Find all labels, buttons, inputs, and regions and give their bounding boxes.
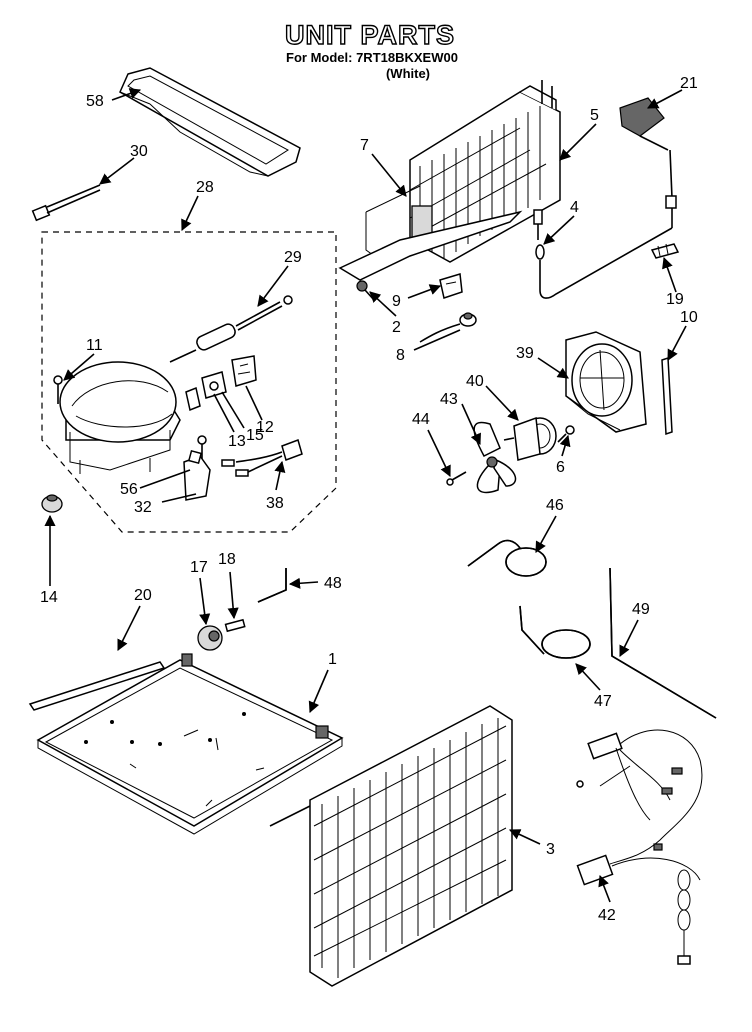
callout-44: 44 <box>412 411 430 428</box>
callout-7: 7 <box>360 137 369 154</box>
part-6-screw <box>557 425 575 443</box>
part-1-base-plate <box>36 653 344 835</box>
callout-46: 46 <box>546 497 564 514</box>
part-4-wire <box>533 209 673 299</box>
part-32-bracket <box>183 435 211 501</box>
callout-18: 18 <box>218 551 236 568</box>
part-18-pin <box>224 618 246 633</box>
callout-30: 30 <box>130 143 148 160</box>
compressor-group-boundary <box>41 231 337 533</box>
callout-13: 13 <box>228 433 246 450</box>
part-30-sensor <box>31 184 101 222</box>
part-38-overload <box>221 439 303 477</box>
part-9-bracket <box>439 273 463 299</box>
callout-2: 2 <box>392 319 401 336</box>
callout-21: 21 <box>680 75 698 92</box>
callout-15: 15 <box>246 427 264 444</box>
part-17-bearing <box>197 625 223 651</box>
part-49-tube <box>609 567 717 719</box>
callout-39: 39 <box>516 345 534 362</box>
callout-9: 9 <box>392 293 401 310</box>
compressor <box>59 361 181 474</box>
color-line: (White) <box>386 66 430 81</box>
part-42-harness <box>576 729 703 965</box>
part-46-tubing <box>467 539 547 577</box>
callout-6: 6 <box>556 459 565 476</box>
callout-20: 20 <box>134 587 152 604</box>
part-7-evaporator <box>338 80 561 281</box>
callout-3: 3 <box>546 841 555 858</box>
part-8-thermostat <box>419 312 477 343</box>
callout-58: 58 <box>86 93 104 110</box>
callout-32: 32 <box>134 499 152 516</box>
part-3-condenser <box>269 705 513 987</box>
part-43-fan-blade <box>473 421 517 494</box>
callout-1: 1 <box>328 651 337 668</box>
callout-48: 48 <box>324 575 342 592</box>
callout-40: 40 <box>466 373 484 390</box>
part-44-retainer <box>446 471 467 486</box>
callout-12: 12 <box>256 419 274 436</box>
part-39-fan-shroud <box>565 331 647 433</box>
part-10-strip <box>661 356 673 436</box>
part-20-rail <box>28 661 166 711</box>
callout-56: 56 <box>120 481 138 498</box>
part-2-screw <box>356 280 375 301</box>
part-40-fan-motor <box>503 416 557 461</box>
page-title: UNIT PARTS <box>285 20 455 50</box>
callout-14: 14 <box>40 589 58 606</box>
relay-parts <box>185 355 257 412</box>
callout-38: 38 <box>266 495 284 512</box>
part-47-tube <box>519 605 591 659</box>
part-48-tube <box>257 568 287 603</box>
part-14-grommet <box>41 494 63 513</box>
callout-28: 28 <box>196 179 214 196</box>
callout-29: 29 <box>284 249 302 266</box>
callout-8: 8 <box>396 347 405 364</box>
callout-labels: 58 30 28 29 11 12 13 15 56 32 38 14 7 5 … <box>40 75 698 924</box>
part-11-bolt <box>53 375 63 404</box>
part-29-tube <box>169 295 293 363</box>
callout-11: 11 <box>86 337 103 354</box>
callout-10: 10 <box>680 309 698 326</box>
leader-lines <box>44 88 687 903</box>
callout-4: 4 <box>570 199 579 216</box>
callout-49: 49 <box>632 601 650 618</box>
callout-42: 42 <box>598 907 616 924</box>
callout-47: 47 <box>594 693 612 710</box>
model-line: For Model: 7RT18BKXEW00 <box>286 50 458 65</box>
callout-17: 17 <box>190 559 208 576</box>
callout-43: 43 <box>440 391 458 408</box>
callout-19: 19 <box>666 291 684 308</box>
part-19-clip <box>650 243 680 259</box>
callout-5: 5 <box>590 107 599 124</box>
part-21-terminator <box>619 97 677 228</box>
